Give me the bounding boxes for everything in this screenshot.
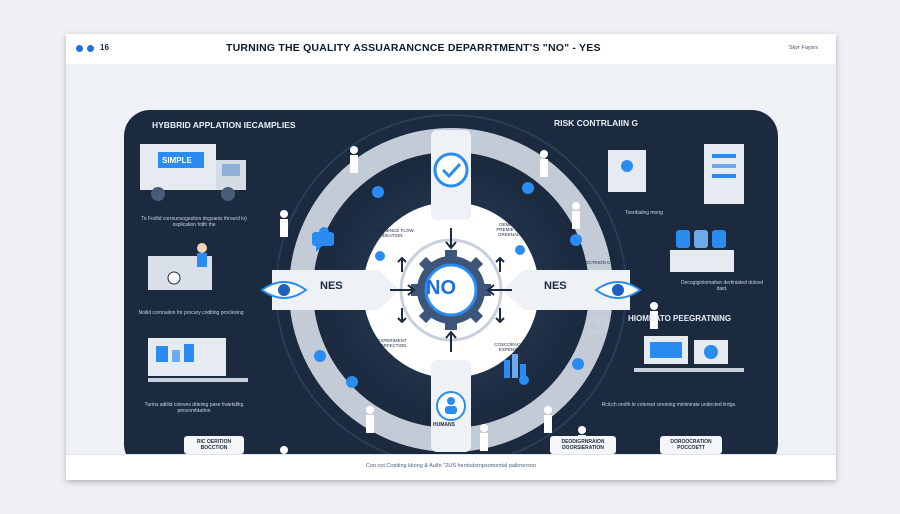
right-eye-label: BOCTRION COUDTES (582, 260, 630, 265)
slide-dot-icon (76, 45, 83, 52)
inner-label: EXPERIENCE FLOW IDEATION (370, 228, 414, 238)
slide-number: 16 (100, 43, 109, 52)
left-eye-label: BIETY OCTOATIION (244, 260, 286, 265)
arrow-icon (390, 228, 512, 352)
desk-scene (148, 243, 212, 290)
eye-icon (260, 281, 308, 299)
section-title-risk: RISK CONTRLAIIN G (554, 118, 639, 128)
right-arm-label: NES (544, 280, 567, 292)
person-icon (436, 391, 466, 421)
slide-content: HYBBRID APPLATION IECAMPLIES RISK CONTRL… (66, 64, 836, 470)
inner-label: EXPERIMENT PERFECTION (377, 338, 407, 348)
monitor-scene (634, 336, 744, 372)
people-group (670, 230, 734, 272)
slide-footer: Con cot Copiting kkong & Aulfe "2US hent… (66, 454, 836, 480)
bottom-box: DOROOCRATION POCCOETT (660, 436, 722, 454)
footer-text: Con cot Copiting kkong & Aulfe "2US hent… (365, 463, 537, 469)
slide-title: TURNING THE QUALITY ASSUARANCNCE DEPARRT… (226, 42, 601, 54)
eye-icon (594, 281, 642, 299)
checkmark-icon (433, 152, 469, 188)
percent-badge-label: % (594, 320, 601, 327)
gear-icon (411, 250, 491, 330)
left-arm-label: NES (320, 280, 343, 292)
chart-bars-icon (504, 354, 526, 378)
diagram-panel: HYBBRID APPLATION IECAMPLIES RISK CONTRL… (124, 110, 778, 470)
humans-label: HUMANS (433, 422, 455, 428)
note-text: Turins adiilid coleves ddeiing pase fral… (144, 402, 244, 414)
section-title-hybrid: HYBBRID APPLATION IECAMPLIES (152, 120, 296, 130)
note-text: Rclcch orolth le cotereet cireining mini… (601, 402, 737, 408)
bottom-box: RIC OERITION BOCCTION (184, 436, 244, 454)
note-text: To Fodlid corrounsogestion dogsanis thro… (141, 216, 247, 228)
slide: 16 TURNING THE QUALITY ASSUARANCNCE DEPA… (66, 34, 836, 480)
board-scene (608, 144, 744, 204)
slide-dot-icon (87, 45, 94, 52)
ring-icons (314, 182, 584, 388)
center-no-label: NO (426, 277, 456, 299)
note-text: Tosrdiaiing mong (625, 210, 663, 216)
bottom-box: DEODIGRNRAION DOORSIERATION (550, 436, 616, 454)
inner-label: COSCORACCHE EXPENSION (494, 342, 530, 352)
simple-sign-label: SIMPLE (162, 156, 192, 165)
note-text: Decogiginlomation dertiniated dolced dai… (681, 280, 763, 292)
slide-header: 16 TURNING THE QUALITY ASSUARANCNCE DEPA… (66, 34, 836, 65)
simple-sign (158, 152, 204, 168)
chat-bubble-icon (312, 232, 334, 252)
percent-badge (589, 317, 607, 333)
slide-tagline: Skyr Faysrs (788, 45, 818, 51)
diagram-graphic (140, 114, 744, 469)
inner-label: OEMLONGE PREMIE ORES GREENALGE (496, 222, 528, 237)
monitor-scene (148, 338, 248, 382)
note-text: Noilid coronaiion for procury coditing p… (138, 310, 244, 316)
section-title-integrating: HIOMBATO PEEGRATNING (628, 314, 732, 323)
